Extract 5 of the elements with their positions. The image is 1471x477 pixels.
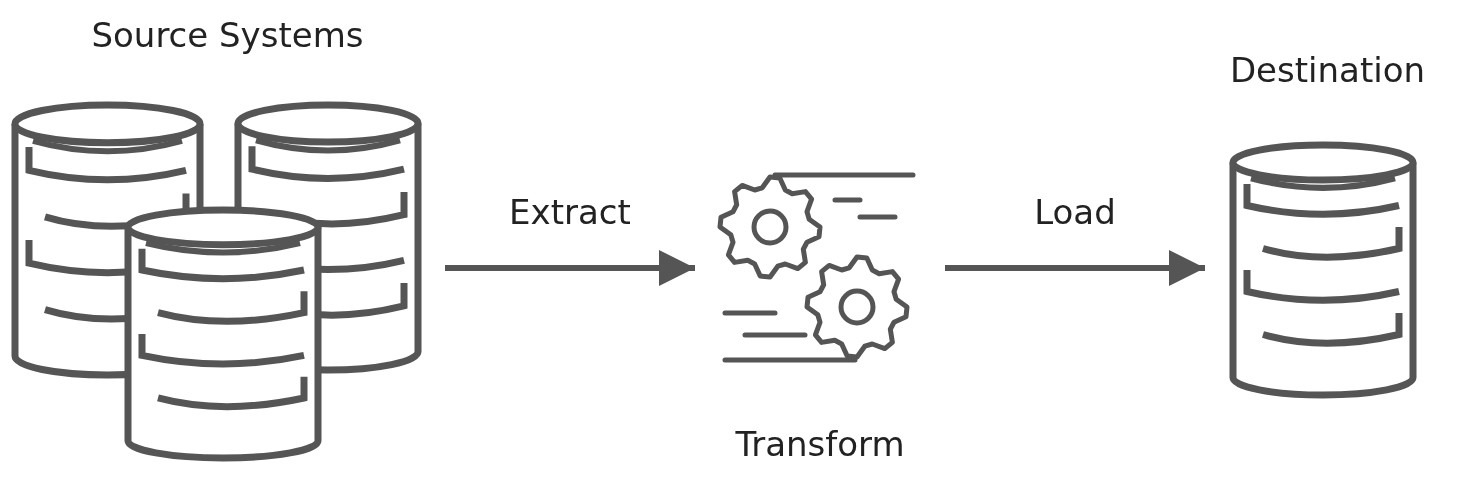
arrow — [445, 250, 695, 286]
node-title: Destination — [1229, 50, 1426, 91]
node-title: Transform — [735, 424, 905, 465]
arrow — [945, 250, 1205, 286]
node-title: Source Systems — [91, 15, 364, 56]
